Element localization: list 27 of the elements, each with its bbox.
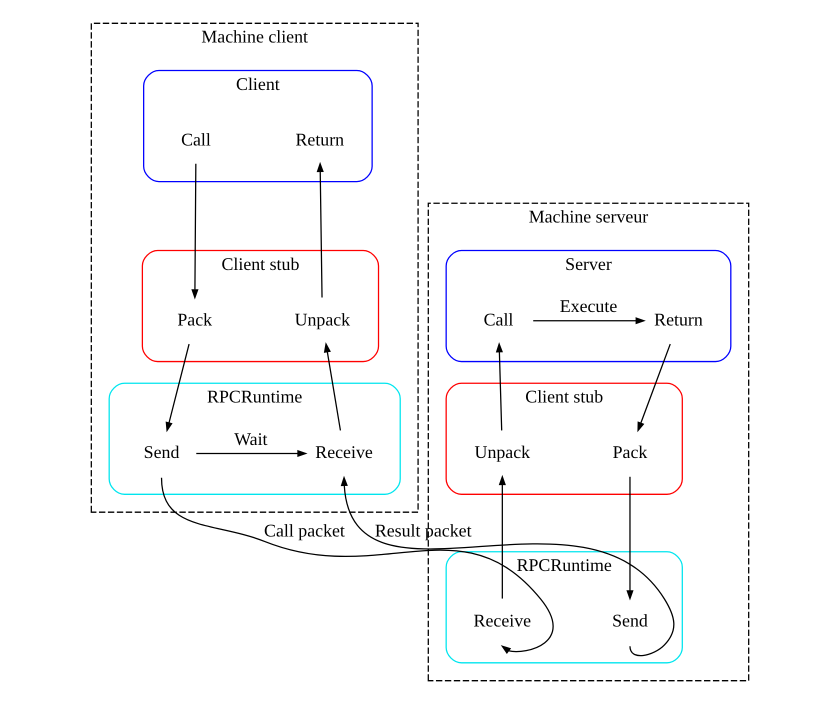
arrow [533, 317, 646, 324]
arrow [160, 478, 554, 654]
node-text: Call [484, 309, 514, 330]
edge-label: Result packet [374, 520, 472, 541]
node-text: Receive [474, 610, 532, 631]
node-text: Call [181, 129, 211, 150]
arrow [637, 344, 671, 432]
node-text: Pack [612, 442, 648, 462]
edge-label: Execute [560, 296, 618, 316]
edge-label: Call packet [264, 520, 345, 541]
node-text: Unpack [474, 442, 530, 462]
arrow [626, 476, 634, 600]
arrow [191, 164, 198, 300]
arrow [324, 342, 342, 431]
arrow [316, 162, 324, 298]
arrow [166, 344, 190, 432]
node-text: Send [144, 442, 180, 462]
node-text: Return [654, 309, 703, 330]
arrow [496, 342, 503, 430]
node-text: Pack [177, 309, 212, 330]
arrow [196, 450, 308, 458]
node-text: Receive [315, 442, 373, 462]
edge-label: Wait [234, 428, 268, 449]
arrow [498, 474, 506, 599]
node-text: Return [295, 129, 344, 150]
node-text: Send [612, 610, 648, 631]
node-text: Unpack [294, 309, 350, 330]
